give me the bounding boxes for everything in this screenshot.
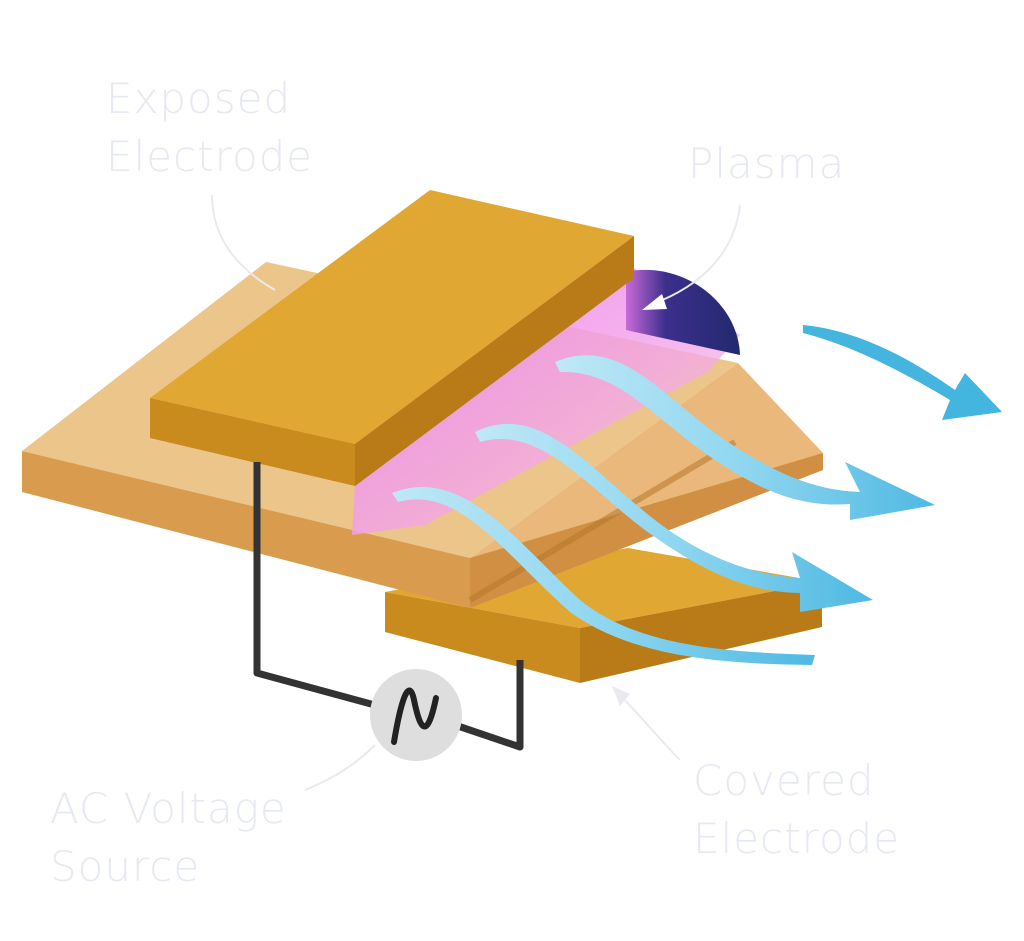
airflow-arrow-1 [555, 355, 935, 520]
airflow-arrow-4 [803, 325, 1002, 420]
sine-wave-icon [391, 687, 439, 745]
plasma-arrowhead [642, 294, 667, 310]
plasma-region [352, 267, 740, 535]
leader-ac-source [304, 744, 376, 791]
leader-covered-electrode [614, 689, 681, 761]
airflow-arrow-3 [392, 486, 815, 665]
airflow-arrow-2 [475, 423, 873, 612]
airflow-arrows [392, 325, 1002, 665]
ac-voltage-source [370, 669, 462, 761]
exposed-electrode [150, 190, 634, 486]
label-plasma: Plasma [688, 139, 846, 188]
leader-exposed-electrode [211, 194, 276, 291]
leader-plasma [649, 204, 741, 306]
circuit-wires [253, 462, 524, 751]
covered-arrowhead [612, 686, 630, 706]
leader-arrowheads [612, 294, 667, 706]
